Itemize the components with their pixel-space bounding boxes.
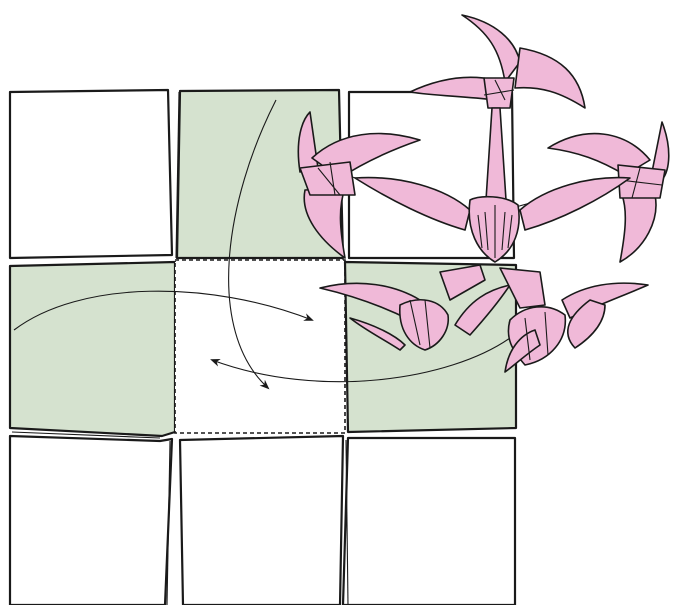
crane-bottom-right [500,268,648,372]
cell-top-left [10,90,172,258]
cell-middle-left [10,262,175,436]
paper-grid [10,90,516,605]
crane-icon [562,283,648,318]
cell-bottom-left [10,436,172,605]
cell-bottom-center [180,436,343,605]
cell-bottom-right [343,438,515,605]
crane-icon [462,15,520,82]
